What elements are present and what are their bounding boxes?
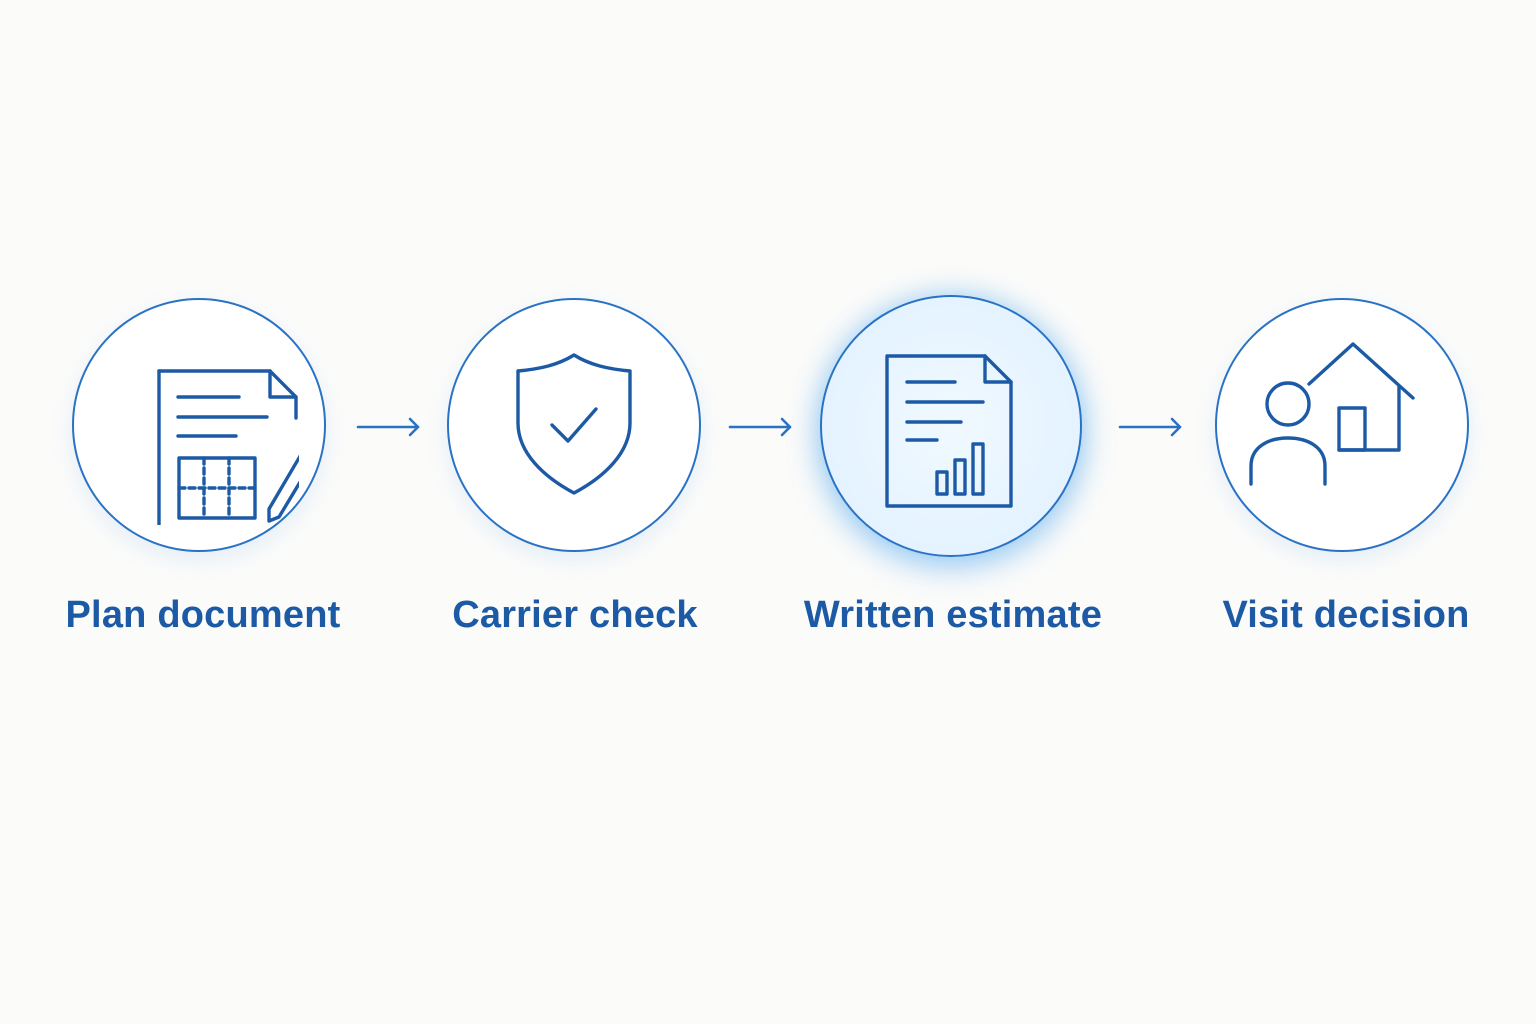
person-house-icon [1249, 342, 1415, 486]
arrow-right-icon [728, 417, 792, 437]
arrow-right-icon [1118, 417, 1182, 437]
step-circle-carrier-check [447, 298, 701, 552]
step-circle-visit-decision [1215, 298, 1469, 552]
shield-check-icon [516, 353, 632, 495]
step-label-carrier-check: Carrier check [452, 594, 698, 636]
estimate-document-icon [885, 354, 1013, 508]
step-circle-plan-document [72, 298, 326, 552]
step-label-written-estimate: Written estimate [803, 594, 1103, 636]
step-label-plan-document: Plan document [65, 594, 341, 636]
plan-document-icon [157, 369, 299, 525]
arrow-right-icon [356, 417, 420, 437]
step-circle-written-estimate [820, 295, 1082, 557]
step-label-visit-decision: Visit decision [1222, 594, 1470, 636]
